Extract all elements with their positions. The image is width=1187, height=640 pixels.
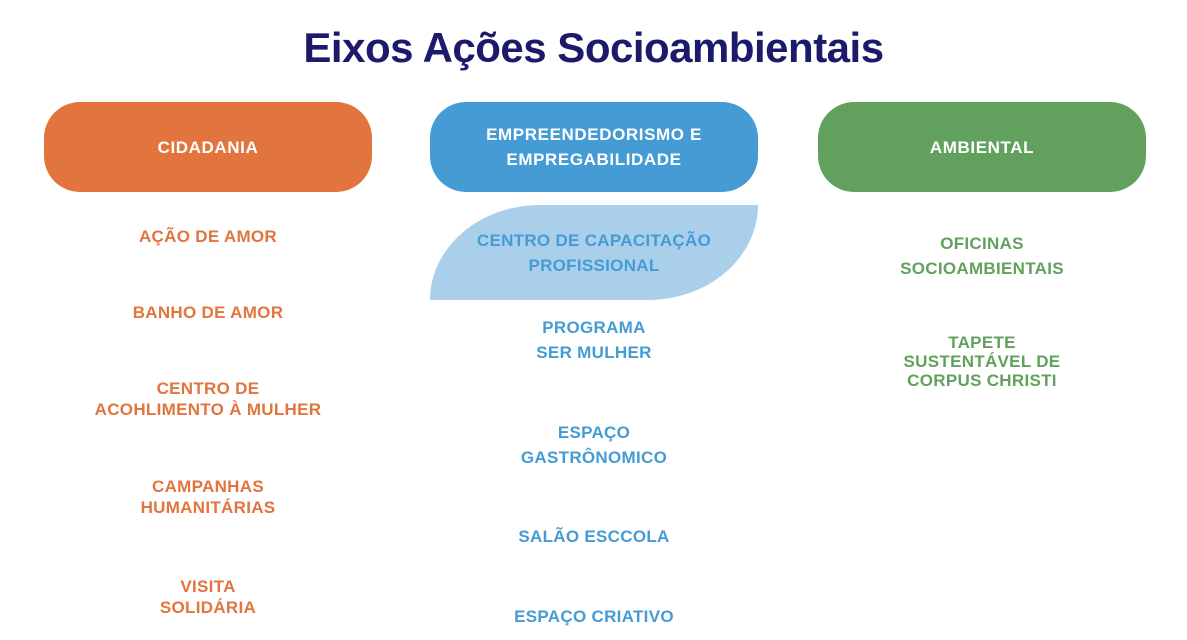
ambiental-item: OFICINAS SOCIOAMBIENTAIS (900, 234, 1064, 278)
column-header-label: EMPREENDEDORISMO E EMPREGABILIDADE (486, 125, 702, 169)
empreendedorismo-item: CENTRO DE CAPACITAÇÃO PROFISSIONAL (476, 230, 712, 275)
column-header-empreendedorismo: EMPREENDEDORISMO E EMPREGABILIDADE (430, 102, 758, 192)
cidadania-item: CAMPANHAS HUMANITÁRIAS (140, 477, 276, 517)
cidadania-item: CENTRO DE ACOHLIMENTO À MULHER (94, 379, 322, 419)
ambiental-item: TAPETE SUSTENTÁVEL DE CORPUS CHRISTI (903, 333, 1061, 390)
cidadania-item: VISITA SOLIDÁRIA (159, 577, 257, 617)
empreendedorismo-item: ESPAÇO CRIATIVO (514, 607, 674, 626)
cidadania-item: BANHO DE AMOR (132, 303, 284, 322)
column-header-label: AMBIENTAL (929, 137, 1035, 157)
column-header-cidadania: CIDADANIA (44, 102, 372, 192)
highlighted-item-shape: CENTRO DE CAPACITAÇÃO PROFISSIONAL (430, 205, 758, 300)
empreendedorismo-item: PROGRAMA SER MULHER (536, 318, 652, 362)
empreendedorismo-item: SALÃO ESCCOLA (518, 527, 670, 546)
page-title: Eixos Ações Socioambientais (303, 24, 884, 71)
column-header-ambiental: AMBIENTAL (818, 102, 1146, 192)
empreendedorismo-item: ESPAÇO GASTRÔNOMICO (520, 423, 668, 467)
column-header-label: CIDADANIA (157, 137, 259, 157)
cidadania-item: AÇÃO DE AMOR (138, 227, 278, 246)
